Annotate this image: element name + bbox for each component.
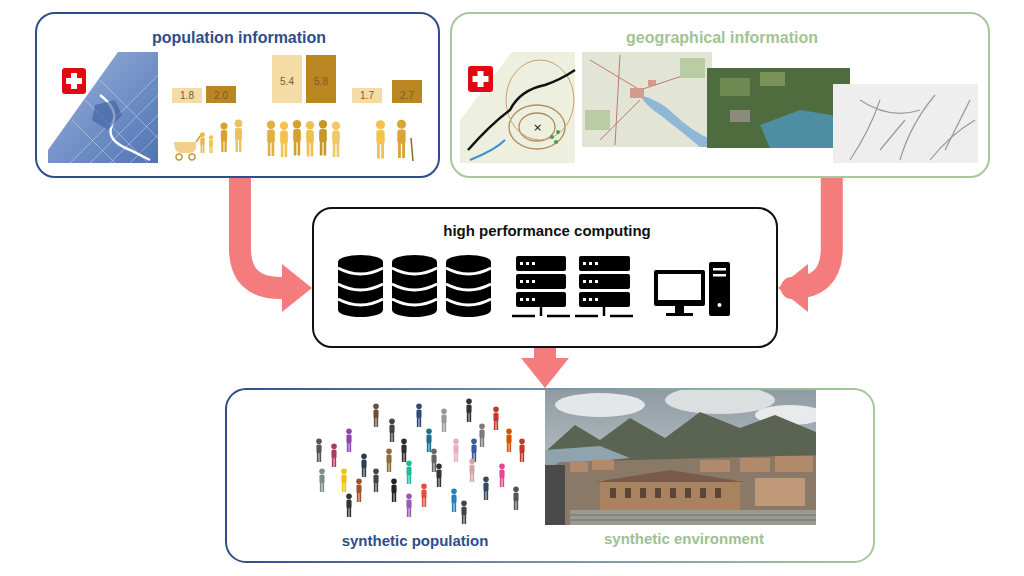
computer-icon [654, 262, 730, 316]
flow-arrow [521, 348, 569, 388]
hillshade-map [833, 84, 978, 163]
population-bars [172, 55, 422, 103]
swiss-flag [468, 66, 493, 92]
info-box: population information [35, 12, 440, 178]
box-outline [225, 388, 875, 563]
aerial-image [707, 68, 850, 148]
census-image [48, 52, 158, 163]
box-text: synthetic population [255, 532, 575, 549]
arrow-head [778, 264, 808, 312]
topographic-map [582, 52, 712, 147]
database-icon [338, 255, 491, 317]
box-title: geographical information [562, 29, 882, 47]
box-title: high performance computing [387, 222, 707, 239]
svg-text:×: × [533, 121, 542, 134]
crowd-image [300, 390, 543, 525]
server-icon [512, 256, 633, 316]
bar-value: 1.7 [352, 90, 382, 102]
bar-value: 2.7 [392, 90, 422, 102]
box-title: population information [79, 29, 399, 47]
bar-value: 5.8 [306, 76, 336, 88]
flow-arrow [778, 178, 832, 312]
bar-value: 5.4 [272, 76, 302, 88]
arrow-head [282, 264, 312, 312]
arrow-head [521, 358, 569, 388]
contour-map: × [460, 52, 575, 163]
arrow-shaft [792, 178, 832, 288]
process-box: high performance computing [312, 207, 778, 348]
output-box: synthetic populationsynthetic environmen… [225, 388, 875, 563]
city-render [545, 390, 816, 525]
people-figures [174, 120, 413, 161]
box-text: synthetic environment [524, 530, 844, 547]
arrow-shaft [534, 348, 556, 358]
flow-arrow [240, 178, 312, 312]
bar-value: 2.0 [206, 90, 236, 102]
arrow-shaft [240, 178, 282, 288]
swiss-flag [62, 68, 86, 94]
info-box: geographical information [450, 12, 990, 178]
bar-value: 1.8 [172, 90, 202, 102]
